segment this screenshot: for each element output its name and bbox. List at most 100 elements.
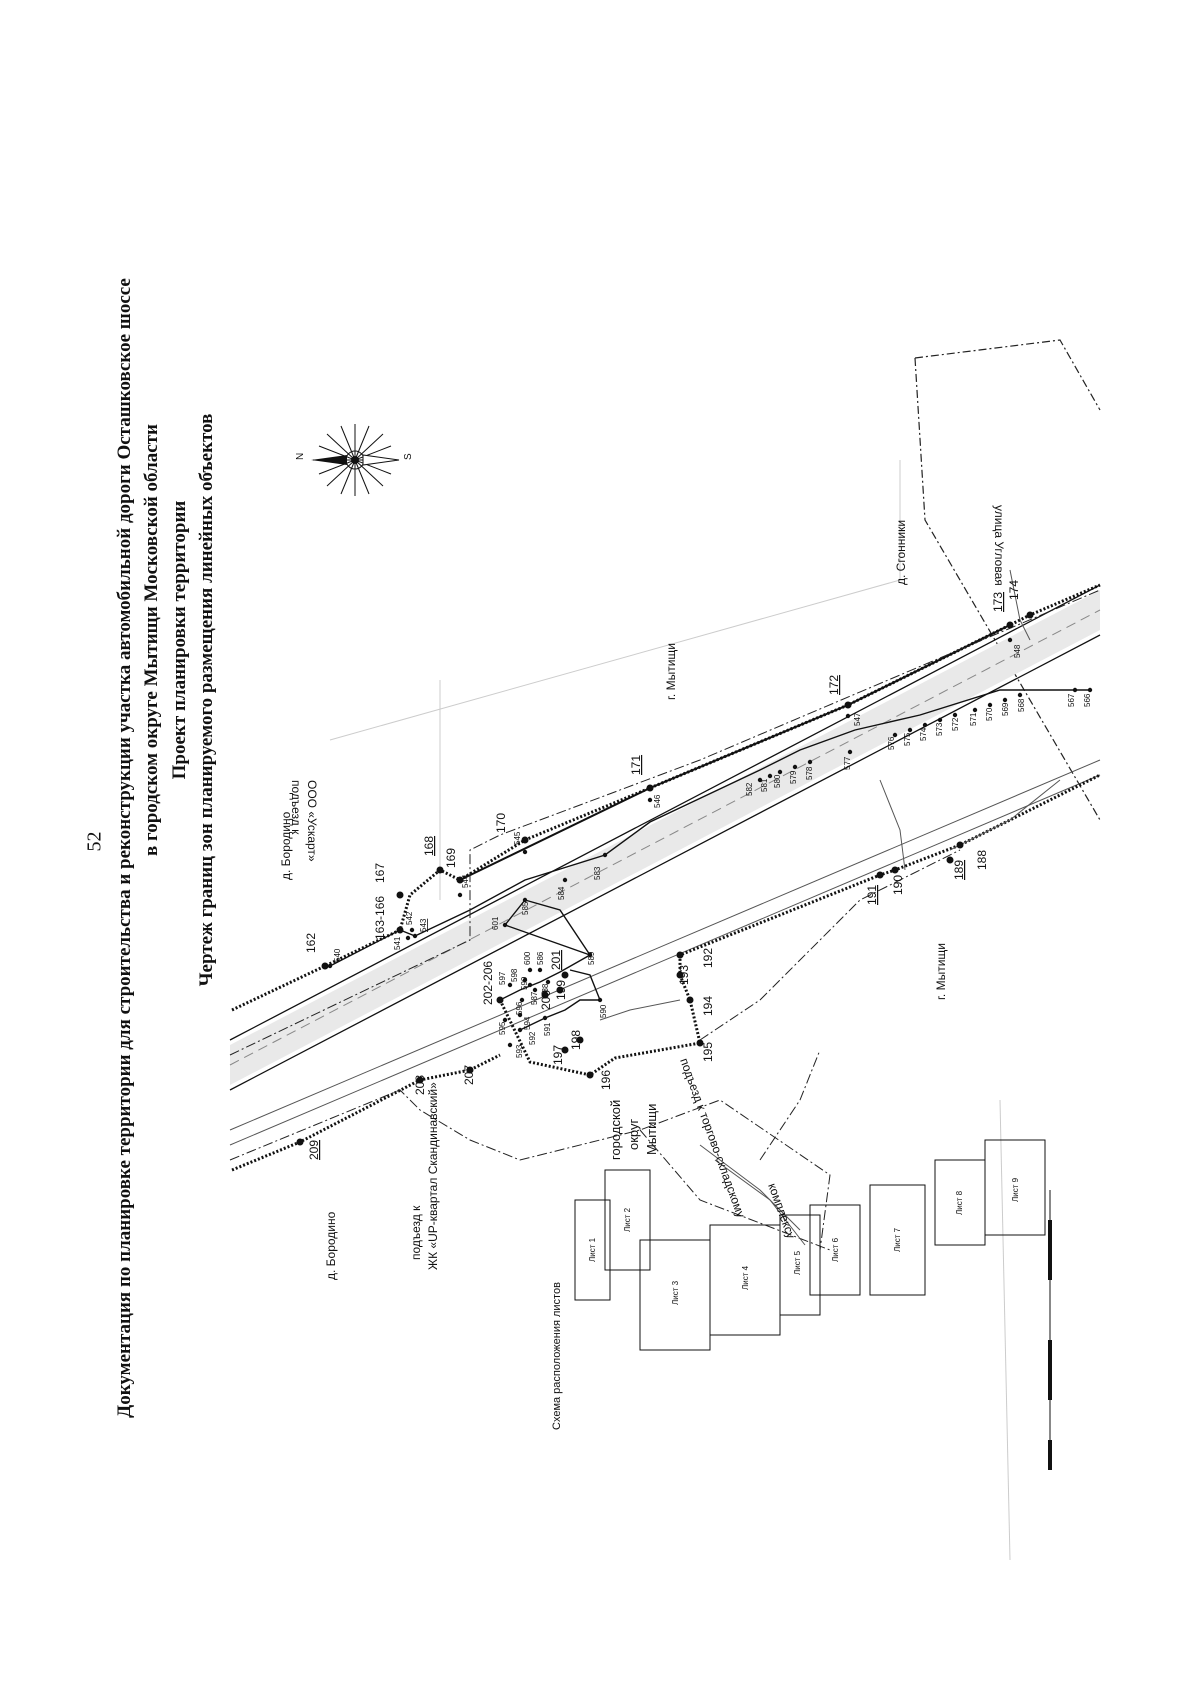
sheet-label-7: Лист 7 xyxy=(893,1227,902,1252)
point-label-599: 599 xyxy=(520,976,529,990)
point-label-589: 589 xyxy=(587,951,596,965)
point-label-577: 577 xyxy=(843,756,852,770)
point-label-208: 208 xyxy=(413,1075,427,1095)
label-borodino-left: д. Бородино xyxy=(324,1211,338,1280)
point-label-546: 546 xyxy=(653,794,662,808)
point-label-196: 196 xyxy=(599,1070,613,1090)
point-label-207: 207 xyxy=(462,1065,476,1085)
point-label-587: 587 xyxy=(530,991,539,1005)
point-label-591: 591 xyxy=(543,1022,552,1036)
point-label-162: 162 xyxy=(304,933,318,953)
point-label-572: 572 xyxy=(951,717,960,731)
point-label-580: 580 xyxy=(773,774,782,788)
access-roads xyxy=(599,569,1061,1246)
label-access-uskart-line1: подъезд к xyxy=(289,780,303,835)
point-label-598: 598 xyxy=(510,968,519,982)
sheet-label-3: Лист 3 xyxy=(671,1280,680,1305)
point-label-195: 195 xyxy=(701,1042,715,1062)
point-label-198: 198 xyxy=(569,1030,583,1050)
point-label-171: 171 xyxy=(629,755,643,775)
point-label-581: 581 xyxy=(760,778,769,792)
label-street-uglovaya: улица Угловая xyxy=(992,505,1006,586)
point-label-194: 194 xyxy=(701,996,715,1016)
point-label-593: 593 xyxy=(515,1044,524,1058)
sgonniki-boundary xyxy=(914,339,1101,821)
point-label-170: 170 xyxy=(494,813,508,833)
label-access-zhk-line2: ЖК «UP-квартал Скандинавский» xyxy=(426,1082,440,1270)
point-label-543: 543 xyxy=(419,918,428,932)
point-label-567: 567 xyxy=(1067,693,1076,707)
label-mytischi-top: г. Мытищи xyxy=(664,643,678,700)
point-label-579: 579 xyxy=(789,770,798,784)
point-label-585: 585 xyxy=(521,901,530,915)
point-label-201: 201 xyxy=(549,950,563,970)
point-label-163-166: 163-166 xyxy=(373,896,387,940)
point-label-586: 586 xyxy=(536,951,545,965)
point-label-542: 542 xyxy=(405,911,414,925)
compass-north-label: N xyxy=(295,453,306,460)
point-label-173: 173 xyxy=(991,592,1005,612)
point-label-574: 574 xyxy=(919,727,928,741)
sheet-label-4: Лист 4 xyxy=(741,1265,750,1290)
point-label-191: 191 xyxy=(865,885,879,905)
point-label-582: 582 xyxy=(745,782,754,796)
point-label-172: 172 xyxy=(827,675,841,695)
sheet-label-9: Лист 9 xyxy=(1011,1177,1020,1202)
label-sgonniki: д. Сгонники xyxy=(894,520,908,585)
point-label-595: 595 xyxy=(498,1021,507,1035)
label-district-line3: Мытищи xyxy=(644,1104,659,1155)
point-label-568: 568 xyxy=(1017,698,1026,712)
highway-carriageway xyxy=(229,584,1101,1091)
sheet-label-2: Лист 2 xyxy=(623,1207,632,1232)
point-label-188: 188 xyxy=(975,850,989,870)
point-label-570: 570 xyxy=(985,707,994,721)
point-label-569: 569 xyxy=(1001,702,1010,716)
sheet-label-5: Лист 5 xyxy=(793,1250,802,1275)
compass-rose-icon: N S xyxy=(295,424,414,496)
point-label-545: 545 xyxy=(513,831,522,845)
background-lines xyxy=(329,460,1011,1561)
label-access-zhk-line1: подъезд к xyxy=(409,1205,423,1260)
parallel-road xyxy=(229,759,1101,1146)
point-label-190: 190 xyxy=(891,875,905,895)
point-label-168: 168 xyxy=(422,836,436,856)
major-points: 162 163-166 167 168 169 170 171 172 173 … xyxy=(296,580,1034,1160)
label-mytischi-bottom: г. Мытищи xyxy=(934,943,948,1000)
point-label-541: 541 xyxy=(393,936,402,950)
point-label-167: 167 xyxy=(373,863,387,883)
sheet-layout-scheme: Схема расположения листов Лист 1 Лист 2 … xyxy=(551,1139,1052,1470)
point-label-571: 571 xyxy=(969,712,978,726)
point-label-189: 189 xyxy=(952,860,966,880)
sheet-label-8: Лист 8 xyxy=(955,1190,964,1215)
sheet-scheme-title: Схема расположения листов xyxy=(551,1282,563,1430)
label-access-warehouse-line1: подъезд к торгово-складскому xyxy=(677,1056,748,1219)
point-label-209: 209 xyxy=(307,1140,321,1160)
point-label-547: 547 xyxy=(853,712,862,726)
sheet-label-6: Лист 6 xyxy=(831,1237,840,1262)
label-district-line2: округ xyxy=(626,1118,641,1150)
point-label-594: 594 xyxy=(523,1016,532,1030)
sheet-label-1: Лист 1 xyxy=(588,1237,597,1262)
point-label-200: 200 xyxy=(539,990,553,1010)
point-label-174: 174 xyxy=(1007,580,1021,600)
point-label-169: 169 xyxy=(444,848,458,868)
point-label-592: 592 xyxy=(528,1031,537,1045)
minor-points: 540 541 542 543 544 545 546 547 548 566 … xyxy=(327,637,1093,1058)
point-label-588: 588 xyxy=(541,983,550,997)
point-label-575: 575 xyxy=(903,732,912,746)
territory-boundary xyxy=(229,589,1101,1251)
point-label-197: 197 xyxy=(551,1045,565,1065)
point-label-192: 192 xyxy=(701,948,715,968)
point-label-199: 199 xyxy=(554,980,568,1000)
point-label-544: 544 xyxy=(461,874,470,888)
point-label-576: 576 xyxy=(887,736,896,750)
point-label-540: 540 xyxy=(333,948,342,962)
point-label-590: 590 xyxy=(599,1004,608,1018)
label-borodino-top: д. Бородино xyxy=(279,811,293,880)
point-label-566: 566 xyxy=(1083,693,1092,707)
point-label-202-206: 202-206 xyxy=(481,961,495,1005)
label-district-line1: городской xyxy=(608,1100,623,1160)
point-label-597: 597 xyxy=(498,971,507,985)
